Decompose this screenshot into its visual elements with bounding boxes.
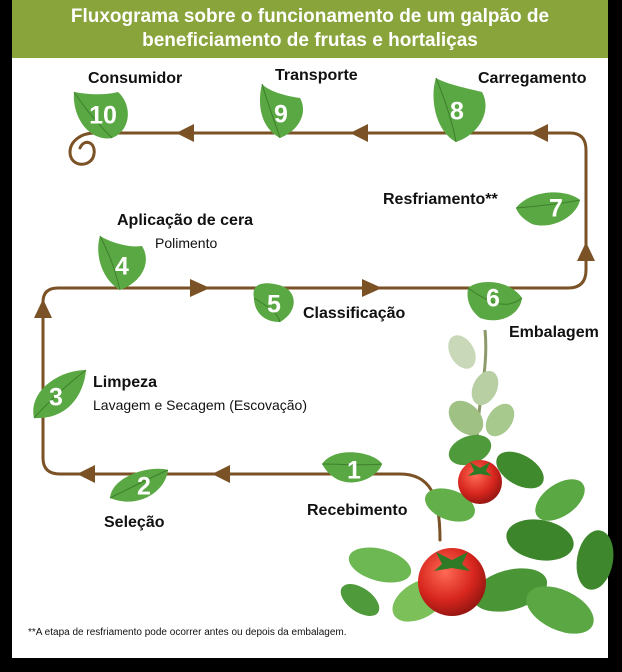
step-leaf-2: 2 — [109, 468, 169, 502]
arrow-left-bottom-1 — [212, 465, 230, 483]
step-sublabel-polimento: Polimento — [155, 235, 218, 251]
step-number-1: 1 — [347, 457, 361, 485]
step-label-transporte: Transporte — [275, 67, 358, 84]
step-sublabel-limpeza: Lavagem e Secagem (Escovação) — [93, 397, 307, 413]
step-leaf-4: 4 — [98, 235, 146, 291]
step-number-6: 6 — [486, 285, 500, 313]
tomato-bottom — [418, 548, 486, 616]
step-label-classificacao: Classificação — [303, 305, 406, 322]
title-line-1: Fluxograma sobre o funcionamento de um g… — [70, 6, 550, 27]
step-label-aplicacao-de-cera: Aplicação de cera — [117, 212, 254, 229]
title-line-2: beneficiamento de frutas e hortaliças — [142, 30, 478, 51]
arrow-up-right — [577, 242, 595, 261]
step-leaf-6: 6 — [467, 282, 523, 321]
step-number-9: 9 — [274, 101, 288, 129]
step-label-consumidor: Consumidor — [88, 70, 183, 87]
step-number-4: 4 — [115, 253, 129, 281]
tomato-plant-illustration — [340, 329, 614, 634]
step-label-resfriamento: Resfriamento** — [383, 191, 498, 208]
footnote: **A etapa de resfriamento pode ocorrer a… — [28, 627, 347, 638]
arrow-left-top-1 — [530, 124, 548, 142]
step-number-3: 3 — [49, 384, 63, 412]
step-label-limpeza: Limpeza — [93, 374, 158, 391]
arrow-right-mid-2 — [362, 279, 382, 297]
step-number-8: 8 — [450, 98, 464, 126]
step-number-7: 7 — [549, 195, 563, 223]
step-leaf-3: 3 — [33, 369, 87, 419]
flow-arrows — [34, 124, 595, 483]
arrow-left-bottom-2 — [77, 465, 95, 483]
step-label-recebimento: Recebimento — [307, 502, 408, 519]
arrow-up-left — [34, 299, 52, 318]
step-leaf-9: 9 — [259, 83, 304, 139]
step-number-2: 2 — [137, 473, 151, 501]
arrow-left-top-3 — [176, 124, 194, 142]
step-leaf-10: 10 — [73, 91, 128, 139]
tomato-top — [458, 460, 502, 504]
step-label-carregamento: Carregamento — [478, 70, 587, 87]
arrow-left-top-2 — [350, 124, 368, 142]
step-number-5: 5 — [267, 291, 281, 319]
arrow-right-mid-1 — [190, 279, 210, 297]
step-label-selecao: Seleção — [104, 514, 165, 531]
flow-path — [41, 131, 588, 542]
title-banner: Fluxograma sobre o funcionamento de um g… — [12, 0, 608, 58]
step-leaf-8: 8 — [433, 77, 486, 143]
step-leaf-5: 5 — [253, 283, 294, 323]
step-number-10: 10 — [89, 102, 117, 130]
step-leaf-7: 7 — [515, 192, 581, 226]
step-label-embalagem: Embalagem — [509, 324, 599, 341]
step-leaf-1: 1 — [321, 452, 383, 485]
